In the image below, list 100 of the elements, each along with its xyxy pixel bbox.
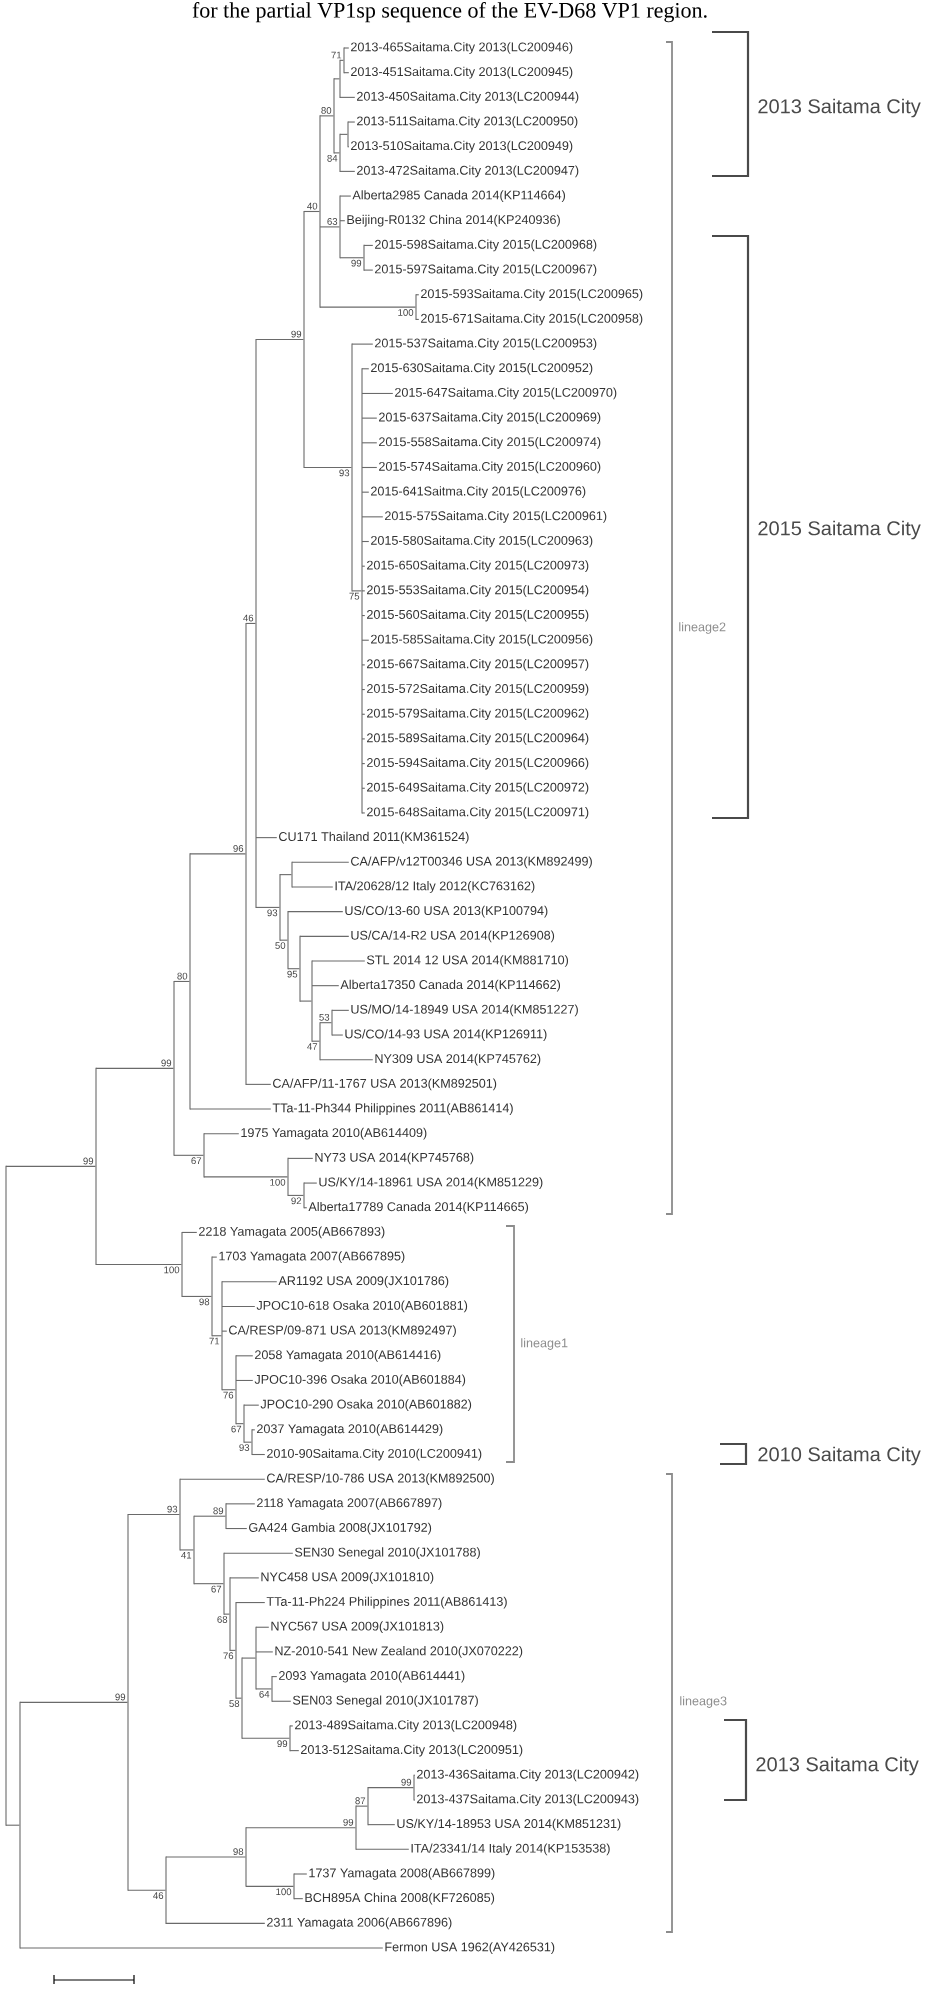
tree-branch: [229, 1577, 260, 1579]
tree-branch: [339, 195, 352, 197]
tree-branch: [19, 1947, 384, 1949]
tree-branch: [319, 306, 416, 308]
tree-branch: [5, 1824, 20, 1826]
tree-branch: [173, 1154, 204, 1156]
tree-branch: [225, 1503, 256, 1505]
tree-branch: [367, 1787, 414, 1789]
tree-branch: [165, 1856, 246, 1858]
tree-branch: [203, 1133, 240, 1135]
tree-branch: [361, 442, 378, 444]
group-label: 2015 Saitama City: [758, 520, 921, 540]
tree-branch: [347, 121, 356, 123]
tree-branch: [179, 1478, 266, 1480]
tree-branch: [303, 466, 352, 469]
tree-branch: [319, 1022, 332, 1024]
tree-branch: [243, 1441, 252, 1443]
tree-branch: [223, 1613, 230, 1615]
tree-branch: [179, 1549, 194, 1551]
tree-branch: [203, 1176, 288, 1178]
tree-branch: [311, 960, 366, 962]
tree-branch: [19, 1701, 128, 1703]
tree-branch: [271, 1676, 278, 1678]
tree-branch: [361, 417, 378, 419]
tree-branch: [127, 1514, 180, 1516]
tree-branch: [279, 874, 292, 876]
tree-branch: [303, 210, 320, 213]
tree-branch: [303, 1182, 318, 1184]
tree-branch: [311, 985, 340, 987]
tree-branch: [221, 1330, 228, 1332]
tree-branch: [343, 72, 350, 74]
tree-branch: [235, 1355, 254, 1357]
tree-branch: [95, 1263, 182, 1265]
tree-branch: [241, 1737, 290, 1739]
tree-branch: [339, 59, 344, 61]
tree-branch: [361, 516, 384, 518]
tree-branch: [235, 1423, 244, 1425]
tree-branch: [245, 1885, 294, 1887]
tree-branch: [251, 1453, 266, 1456]
tree-branch: [287, 968, 300, 970]
tree-branch: [351, 590, 362, 592]
tree-branch: [331, 1034, 344, 1036]
tree-branch: [181, 1295, 212, 1297]
tree-branch: [339, 220, 346, 222]
group-label: 2013 Saitama City: [758, 98, 921, 118]
tree-branch: [235, 1379, 254, 1381]
tree-branch: [95, 1067, 174, 1069]
tree-branch: [287, 1157, 314, 1159]
tree-branch: [181, 1231, 198, 1233]
tree-branch: [333, 152, 340, 154]
tree-branch: [339, 170, 356, 172]
tree-branch: [319, 226, 340, 228]
tree-branch: [235, 1602, 266, 1604]
tree-branch: [189, 1108, 272, 1110]
tree-branch: [225, 1528, 248, 1530]
tree-branch: [165, 1922, 266, 1924]
tree-branch: [255, 837, 278, 839]
tree-branch: [361, 466, 378, 469]
tree-branch: [293, 1873, 308, 1875]
tree-branch: [193, 1515, 226, 1517]
tree-branch: [287, 1194, 304, 1196]
tree-branch: [311, 1040, 320, 1042]
tree-branch: [361, 540, 370, 543]
tree-branch: [351, 343, 374, 345]
tree-branch: [289, 1750, 300, 1752]
tree-branch: [339, 96, 356, 98]
tree-branch: [255, 1651, 274, 1653]
tree-branch: [245, 1827, 356, 1829]
tree-branch: [331, 1009, 350, 1011]
tree-branch: [333, 78, 340, 80]
tree-branch: [245, 622, 256, 624]
tree-branch: [339, 133, 348, 135]
tree-branch: [271, 1700, 292, 1702]
tree-branch: [211, 1335, 222, 1337]
tree-branch: [291, 886, 334, 888]
tree-branch: [299, 935, 350, 937]
group-label: 2010 Saitama City: [758, 1446, 921, 1466]
tree-branch: [361, 392, 394, 395]
tree-branch: [363, 269, 374, 271]
tree-branch: [355, 1805, 368, 1807]
tree-branch: [361, 639, 370, 641]
tree-branch: [241, 1657, 256, 1659]
tree-branch: [255, 338, 304, 341]
tree-branch: [223, 1552, 294, 1554]
tree-branch: [5, 1165, 96, 1167]
tree-branch: [367, 1824, 396, 1826]
tree-branch: [319, 1059, 374, 1061]
tree-branch: [339, 257, 364, 259]
tree-branch: [279, 939, 288, 941]
tree-branch: [255, 1688, 272, 1690]
tree-branch: [221, 1281, 278, 1283]
tree-branch: [243, 1404, 260, 1406]
tree-branch: [193, 1583, 224, 1585]
tree-branch: [221, 1389, 236, 1391]
group-label: 2013 Saitama City: [756, 1756, 919, 1776]
tree-branch: [189, 853, 246, 855]
tree-branch: [291, 861, 350, 863]
tree-branch: [211, 1256, 218, 1258]
tree-branch: [299, 1000, 312, 1002]
tree-branch: [361, 368, 370, 370]
